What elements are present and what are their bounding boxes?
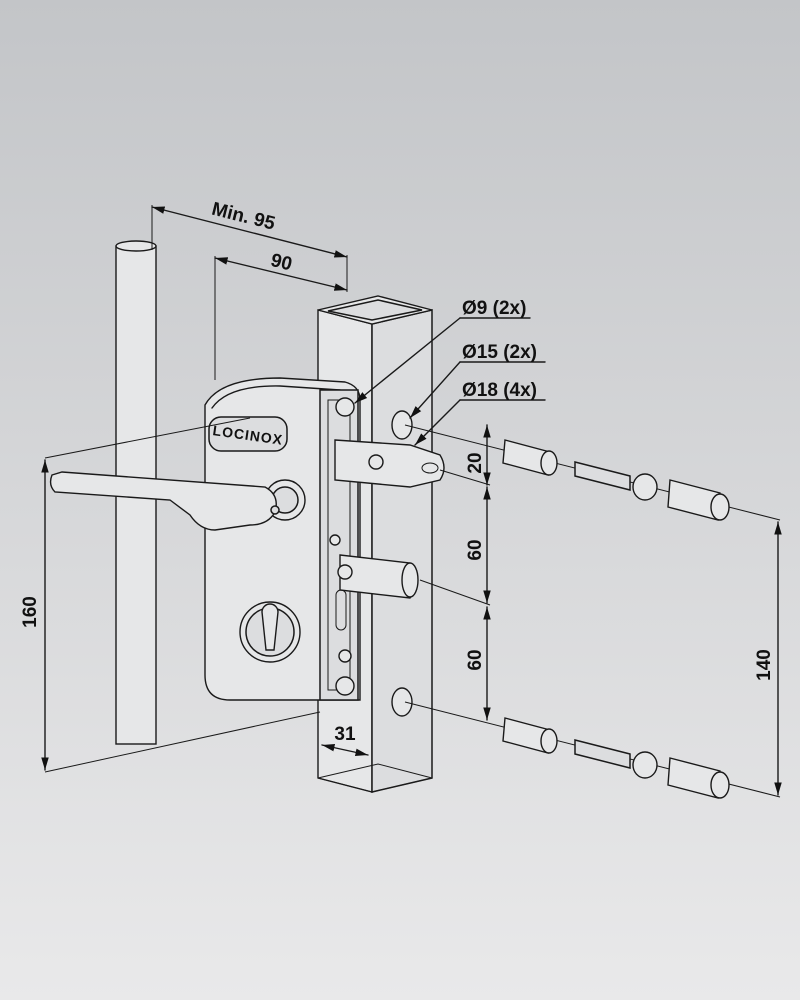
screw-icon (335, 676, 355, 696)
label-d9: Ø9 (2x) (462, 298, 526, 319)
dim-140: 140 (754, 649, 775, 681)
dim-60-lower: 60 (465, 649, 486, 670)
dim-90: 90 (269, 250, 295, 275)
mounting-set-bottom (502, 717, 730, 799)
label-d15: Ø15 (2x) (462, 342, 537, 363)
brand-plate (208, 416, 288, 452)
mounting-set-top (502, 439, 730, 521)
dim-20: 20 (465, 452, 486, 473)
dim-60-upper: 60 (465, 539, 486, 560)
dim-160: 160 (20, 596, 41, 628)
callout-leaders (354, 317, 546, 446)
hole-bottom (391, 687, 413, 717)
dim-31: 31 (334, 724, 356, 745)
dim-min-95: Min. 95 (210, 199, 278, 235)
label-d18: Ø18 (4x) (462, 380, 537, 401)
hole-top (391, 410, 413, 440)
latch-bolts (334, 439, 445, 599)
lever-handle (49, 471, 306, 531)
key-cylinder (239, 601, 301, 663)
screw-icon (335, 397, 355, 417)
